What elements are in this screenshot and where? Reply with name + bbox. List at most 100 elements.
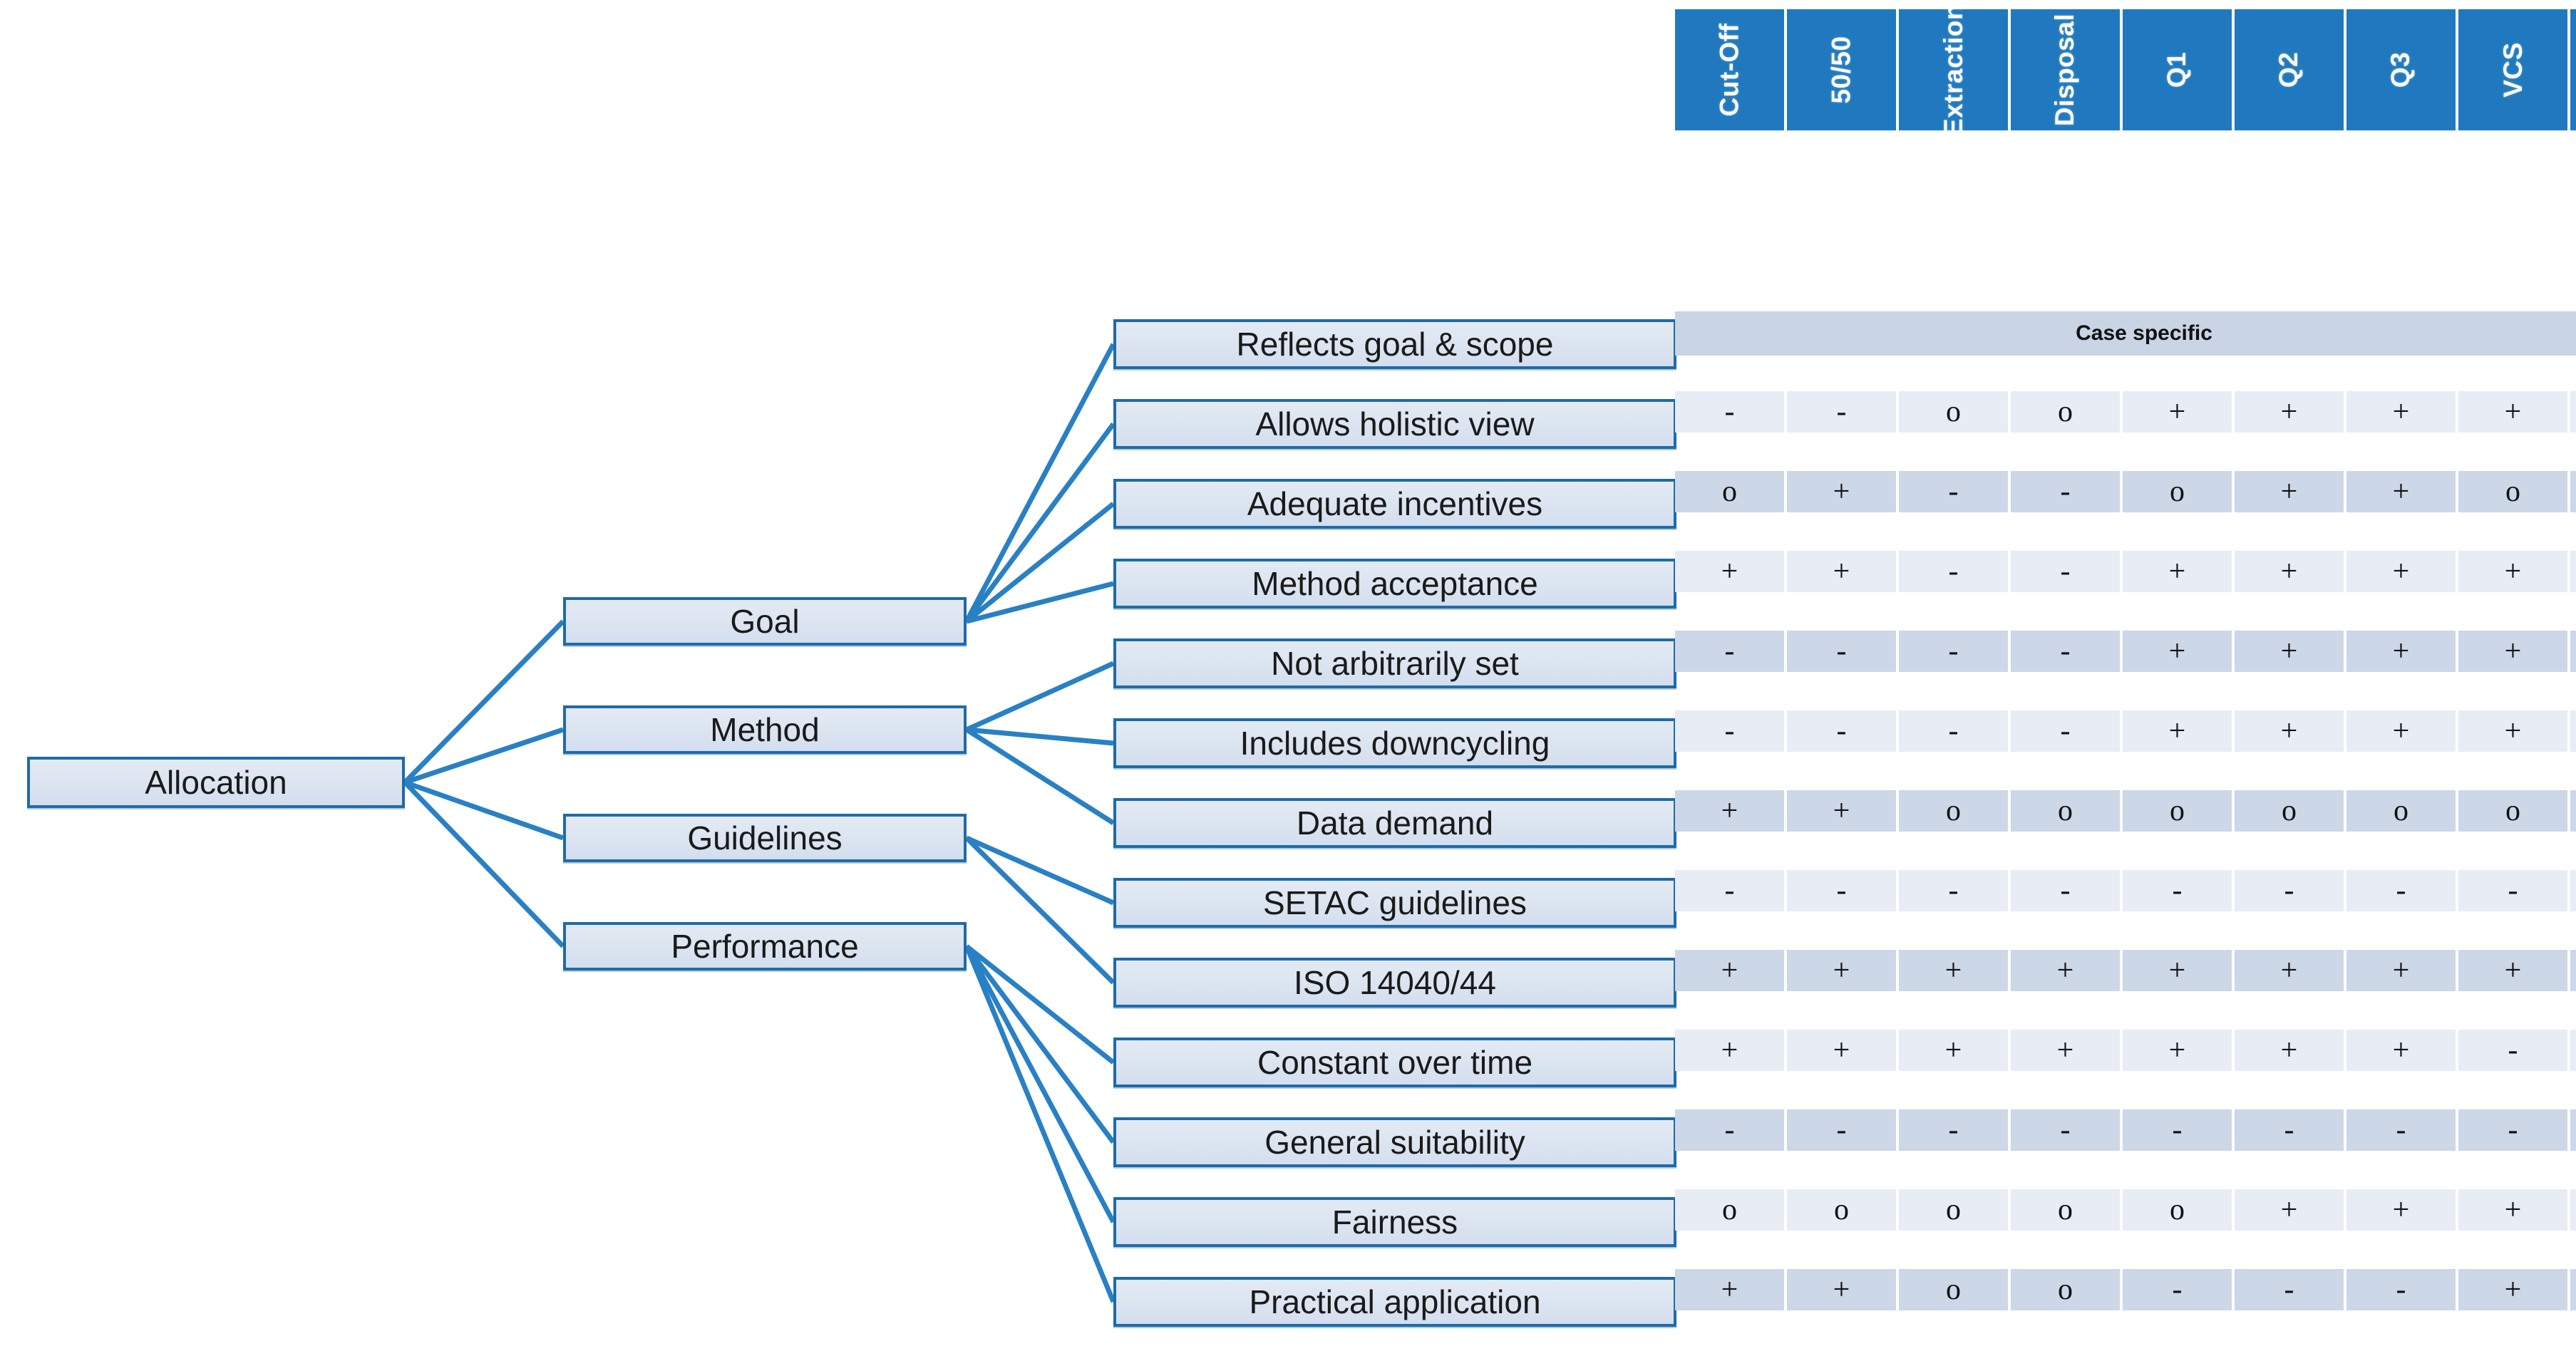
matrix-cell: o [2123,790,2235,832]
matrix-column-header: 50/50 [1787,9,1896,130]
matrix-cell: + [2458,391,2570,433]
node-criterion[interactable]: Reflects goal & scope [1113,319,1676,369]
matrix-cell: - [2011,631,2123,672]
matrix-cell: o [1675,471,1787,512]
matrix-column-header-label: Q1 [2162,51,2192,88]
matrix-cell: o [1899,1269,2011,1310]
matrix-cell: + [2235,391,2346,433]
matrix-cell: + [2346,1189,2458,1231]
matrix-cell: + [1675,950,1787,991]
matrix-row: +++++++- [1675,1030,2576,1071]
connector-line [964,422,1116,623]
matrix-cell: + [2458,950,2570,991]
matrix-cell: + [2346,391,2458,433]
matrix-row: -------- [1675,870,2576,911]
matrix-cell: + [2346,471,2458,512]
node-criterion[interactable]: Not arbitrarily set [1113,638,1676,688]
matrix-column-header: Q1 [2123,9,2232,130]
matrix-cell: + [1899,950,2011,991]
matrix-cell: - [1787,710,1899,752]
node-criterion-label: Fairness [1331,1204,1458,1241]
node-criterion-label: Includes downcycling [1240,725,1550,762]
matrix-cell: o [2123,1189,2235,1231]
connector-line [964,945,1116,1223]
matrix-cell: - [1899,1109,2011,1151]
matrix-cell: + [2346,950,2458,991]
connector-line [964,502,1116,623]
node-criterion[interactable]: Fairness [1113,1197,1676,1247]
node-category-goal[interactable]: Goal [563,597,967,646]
matrix-row: ++++++++ [1675,950,2576,991]
matrix-cell: + [2458,551,2570,592]
node-criterion-label: Practical application [1249,1283,1541,1320]
matrix-cell: - [2123,1269,2235,1310]
matrix-cell: o [2458,790,2570,832]
matrix-cell: - [2011,1109,2123,1151]
connector-line [964,944,1116,1144]
matrix-cell: - [2011,471,2123,512]
node-criterion[interactable]: Data demand [1113,798,1676,848]
matrix-cell: o [1675,1189,1787,1231]
node-category-guidelines-label: Guidelines [687,819,843,856]
matrix-cell: + [2123,551,2235,592]
matrix-cell: o [2346,790,2458,832]
matrix-column-header: Q3 [2346,9,2456,130]
node-category-method[interactable]: Method [563,705,967,754]
matrix-cell: + [2458,710,2570,752]
matrix-cell: - [1675,1109,1787,1151]
matrix-cell: - [2011,870,2123,911]
matrix-cell: + [2123,631,2235,672]
matrix-merged-row-label: Case specific [2076,321,2212,345]
matrix-cell: o [1787,1189,1899,1231]
matrix-cell: + [2346,631,2458,672]
node-criterion[interactable]: Adequate incentives [1113,479,1676,529]
node-category-method-label: Method [710,711,820,748]
node-criterion[interactable]: Method acceptance [1113,559,1676,609]
matrix-cell: + [2123,950,2235,991]
node-category-goal-label: Goal [730,603,800,640]
matrix-cell: + [2346,1030,2458,1071]
node-category-guidelines[interactable]: Guidelines [563,814,967,862]
matrix-column-header-label: VCS [2498,42,2528,98]
matrix-cell: - [1675,631,1787,672]
matrix-cell: + [2346,710,2458,752]
matrix-cell: - [1899,471,2011,512]
connector-line [964,944,1116,1065]
node-criterion[interactable]: Constant over time [1113,1037,1676,1087]
node-criterion[interactable]: General suitability [1113,1117,1676,1167]
matrix-cell: - [2346,870,2458,911]
matrix-cell: + [2235,471,2346,512]
node-criterion-label: Data demand [1296,804,1494,842]
matrix-cell: - [2123,1109,2235,1151]
matrix-column-header-label: Extraction [1938,4,1968,136]
node-criterion[interactable]: Includes downcycling [1113,718,1676,768]
connector-line [966,727,1114,746]
matrix-cell: - [2346,1109,2458,1151]
matrix-cell: - [2346,1269,2458,1310]
node-criterion-label: Allows holistic view [1255,405,1535,442]
matrix-cell: - [2123,870,2235,911]
matrix-cell: - [2458,1109,2570,1151]
node-criterion[interactable]: Practical application [1113,1277,1676,1327]
connector-line [966,581,1114,624]
node-criterion[interactable]: ISO 14040/44 [1113,958,1676,1008]
matrix-cell: - [2235,1109,2346,1151]
matrix-cell: - [2011,710,2123,752]
node-category-performance[interactable]: Performance [563,922,967,971]
matrix-cell: o [2011,1269,2123,1310]
matrix-cell: + [2235,631,2346,672]
matrix-cell: + [2346,551,2458,592]
node-criterion-label: Reflects goal & scope [1236,326,1554,363]
matrix-column-header: Extraction [1899,4,2008,136]
node-criterion-label: Not arbitrarily set [1271,645,1519,682]
node-criterion[interactable]: Allows holistic view [1113,399,1676,449]
matrix-cell: + [1787,471,1899,512]
matrix-cell: + [1675,790,1787,832]
node-allocation[interactable]: Allocation [27,757,405,808]
node-criterion[interactable]: SETAC guidelines [1113,878,1676,928]
matrix-cell: o [2235,790,2346,832]
matrix-cell: + [1675,551,1787,592]
